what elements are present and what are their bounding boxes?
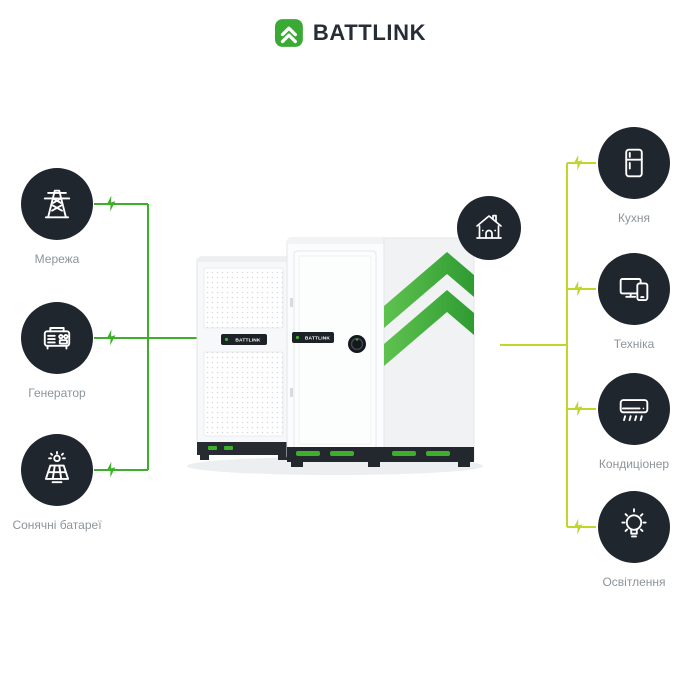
- battery-storage-unit: BATTLINK: [187, 237, 483, 475]
- load-label: Техніка: [613, 337, 655, 351]
- source-label: Мережа: [34, 252, 80, 266]
- generator-icon: [43, 327, 71, 350]
- source-node-generator: Генератор: [0, 302, 132, 400]
- load-connector-lines: [500, 162, 596, 528]
- icon-circle: [21, 168, 93, 240]
- cabinet-handle: [348, 335, 366, 353]
- icon-circle: [598, 127, 670, 199]
- load-label: Освітлення: [602, 575, 666, 589]
- air-conditioner-icon: [619, 399, 649, 422]
- chevron-stripe: [384, 290, 474, 366]
- load-node-air-conditioner: Кондиціонер: [559, 373, 700, 471]
- electronics-icon: [619, 278, 649, 302]
- solar-panel-icon: [44, 451, 70, 484]
- battlink-logo-icon: [274, 19, 303, 47]
- icon-circle: [21, 302, 93, 374]
- source-node-solar: Сонячні батареї: [0, 434, 132, 532]
- chevron-stripe: [384, 252, 474, 328]
- transmission-tower-icon: [43, 189, 71, 219]
- source-label: Генератор: [28, 386, 86, 400]
- load-label: Кухня: [617, 211, 651, 225]
- house-icon: [476, 214, 502, 239]
- cabinet-brand-label: BATTLINK: [305, 336, 331, 342]
- icon-circle: [598, 491, 670, 563]
- load-node-kitchen: Кухня: [559, 127, 700, 225]
- brand-logo: BATTLINK: [274, 18, 426, 48]
- load-node-lighting: Освітлення: [559, 491, 700, 589]
- icon-circle: [598, 253, 670, 325]
- load-label: Кондиціонер: [598, 457, 670, 471]
- fridge-icon: [625, 148, 643, 178]
- brand-name: BATTLINK: [312, 20, 427, 45]
- building-node: [449, 196, 529, 260]
- icon-circle: [21, 434, 93, 506]
- icon-circle: [457, 196, 521, 260]
- cabinet-brand-label: BATTLINK: [235, 338, 261, 344]
- icon-circle: [598, 373, 670, 445]
- source-connector-lines: [94, 203, 205, 471]
- load-node-electronics: Техніка: [559, 253, 700, 351]
- source-label: Сонячні батареї: [12, 518, 102, 532]
- source-node-grid: Мережа: [0, 168, 132, 266]
- light-bulb-icon: [621, 508, 647, 538]
- main-battery-cabinet: BATTLINK: [286, 237, 475, 467]
- left-battery-cabinet: BATTLINK: [196, 256, 291, 460]
